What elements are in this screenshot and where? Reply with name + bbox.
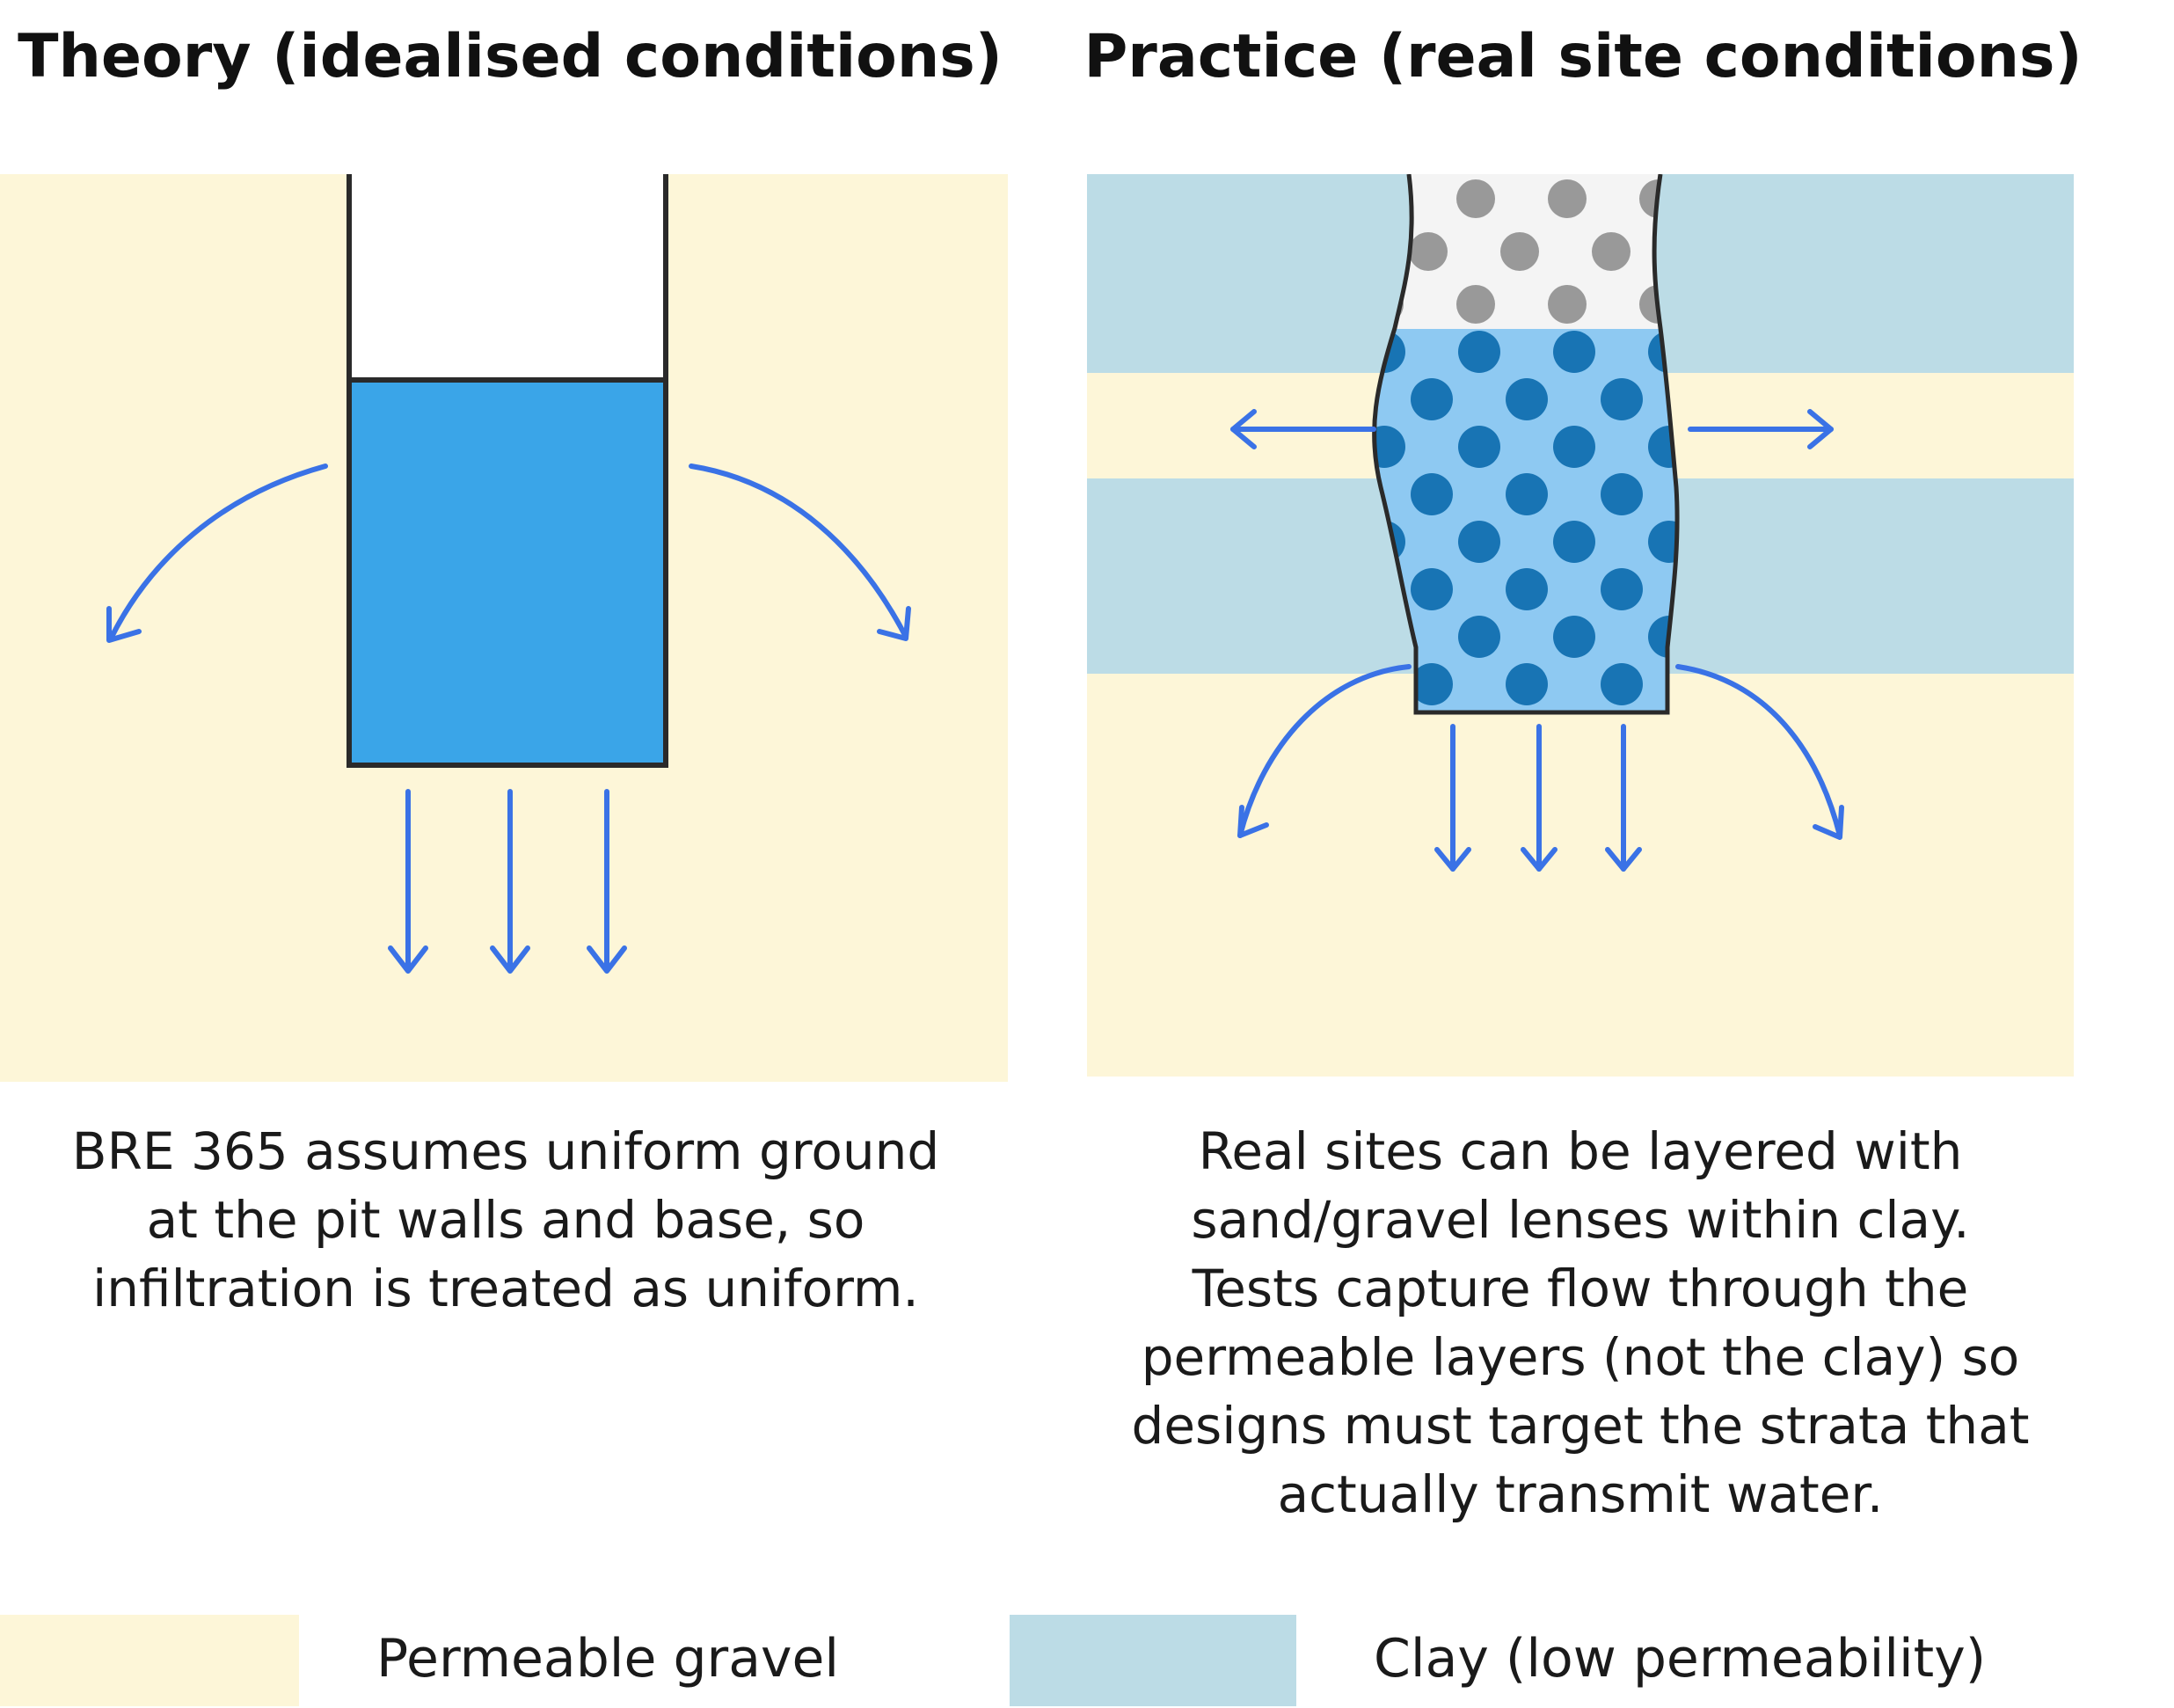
practice-title: Practice (real site conditions) [1083, 22, 2083, 91]
legend-swatch-clay [1010, 1615, 1296, 1706]
practice-diagram [1087, 174, 2074, 1077]
pit-outline [1372, 174, 1680, 715]
pit-fill [1374, 174, 1678, 712]
pit-outline [347, 174, 668, 768]
saturated-stones [1374, 331, 1678, 705]
caption-line: designs must target the strata that [1131, 1396, 2030, 1456]
legend-label-gravel: Permeable gravel [376, 1628, 840, 1690]
downward-flow-arrows [1434, 724, 1642, 872]
caption-line: permeable layers (not the clay) so [1141, 1327, 2020, 1387]
caption-line: actually transmit water. [1277, 1464, 1884, 1524]
caption-line: Real sites can be layered with [1198, 1121, 1963, 1181]
pit-water [347, 380, 666, 765]
caption-line: at the pit walls and base, so [146, 1190, 865, 1250]
caption-line: infiltration is treated as uniform. [92, 1259, 919, 1318]
theory-caption: BRE 365 assumes uniform ground at the pi… [18, 1117, 994, 1323]
practice-caption: Real sites can be layered with sand/grav… [1087, 1117, 2074, 1529]
downward-flow-arrows [388, 789, 627, 974]
caption-line: BRE 365 assumes uniform ground [71, 1121, 940, 1181]
side-flow-arrow-right [689, 463, 911, 641]
theory-diagram [0, 174, 1008, 1082]
caption-line: Tests capture flow through the [1192, 1259, 1969, 1318]
side-flow-arrow-left [106, 463, 328, 643]
side-flow-arrow-left [1237, 664, 1412, 838]
pit-empty-section [347, 174, 666, 380]
caption-line: sand/gravel lenses within clay. [1191, 1190, 1970, 1250]
legend-swatch-gravel [0, 1615, 299, 1706]
lateral-flow-arrow-right [1688, 409, 1834, 449]
side-flow-arrow-right [1675, 664, 1844, 840]
lateral-flow-arrow-left [1230, 409, 1376, 449]
legend-label-clay: Clay (low permeability) [1374, 1628, 1987, 1690]
theory-title: Theory (idealised conditions) [18, 22, 1003, 91]
